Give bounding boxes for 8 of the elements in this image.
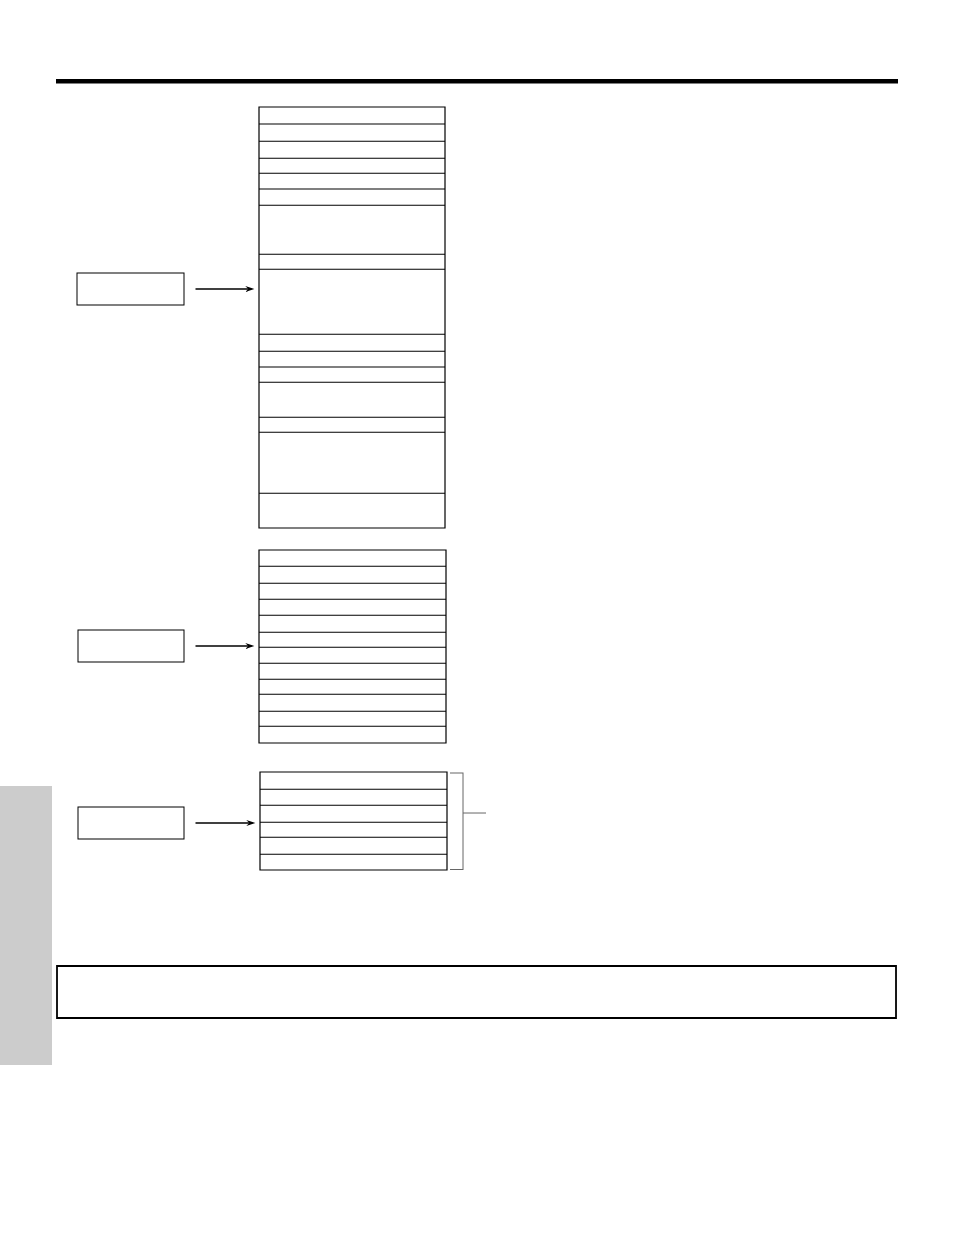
blank-box (77, 629, 185, 663)
blank-box (76, 272, 185, 306)
list-table (258, 106, 446, 529)
note-box (56, 965, 897, 1019)
side-tab (0, 786, 52, 1065)
list-table (259, 771, 448, 871)
blank-box (77, 806, 185, 840)
list-table (258, 549, 447, 744)
